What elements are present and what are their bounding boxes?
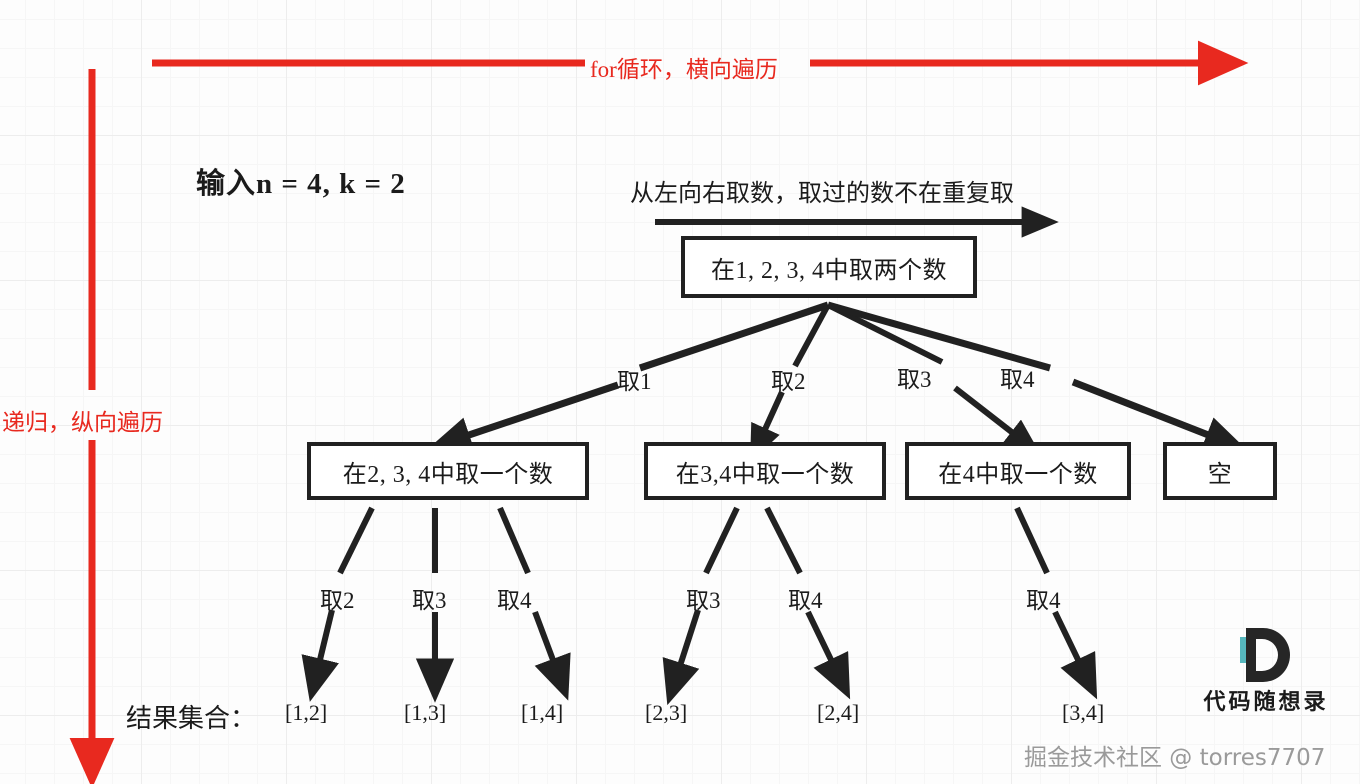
root-to-level1-edges (428, 301, 1248, 463)
edge-label-leaf-5: 取4 (1026, 588, 1061, 613)
edge-label-leaf-2: 取4 (497, 588, 532, 613)
edge-label-root-0: 取1 (617, 369, 652, 394)
result-item-4: [2,4] (817, 700, 860, 725)
edge-label-leaf-1: 取3 (412, 588, 447, 613)
result-item-5: [3,4] (1062, 700, 1105, 725)
edge-label-root-1: 取2 (771, 369, 806, 394)
node-level1-1[interactable]: 在3,4中取一个数 (644, 442, 886, 500)
horizontal-axis-label: for循环，横向遍历 (590, 57, 778, 82)
node-level1-3[interactable]: 空 (1163, 442, 1277, 500)
vertical-axis-label: 递归，纵向遍历 (2, 410, 163, 435)
watermark-text: 掘金技术社区 @ torres7707 (1024, 745, 1326, 771)
edge-label-root-3: 取4 (1000, 367, 1035, 392)
input-parameters-label: 输入n = 4, k = 2 (196, 168, 406, 200)
fan-note-label: 从左向右取数，取过的数不在重复取 (630, 181, 1014, 207)
result-set-label: 结果集合： (126, 704, 257, 733)
result-item-1: [1,3] (404, 700, 447, 725)
edge-label-leaf-3: 取3 (686, 588, 721, 613)
brand-logo: 代码随想录 (1176, 626, 1356, 726)
node-level1-0[interactable]: 在2, 3, 4中取一个数 (307, 442, 589, 500)
node-level1-2[interactable]: 在4中取一个数 (905, 442, 1131, 500)
logo-d-mark (1240, 628, 1290, 682)
result-item-2: [1,4] (521, 700, 564, 725)
edge-label-leaf-0: 取2 (320, 588, 355, 613)
node-root[interactable]: 在1, 2, 3, 4中取两个数 (681, 236, 977, 298)
edge-label-leaf-4: 取4 (788, 588, 823, 613)
result-item-0: [1,2] (285, 700, 328, 725)
logo-text: 代码随想录 (1203, 689, 1329, 714)
result-item-3: [2,3] (645, 700, 688, 725)
edge-label-root-2: 取3 (897, 367, 932, 392)
